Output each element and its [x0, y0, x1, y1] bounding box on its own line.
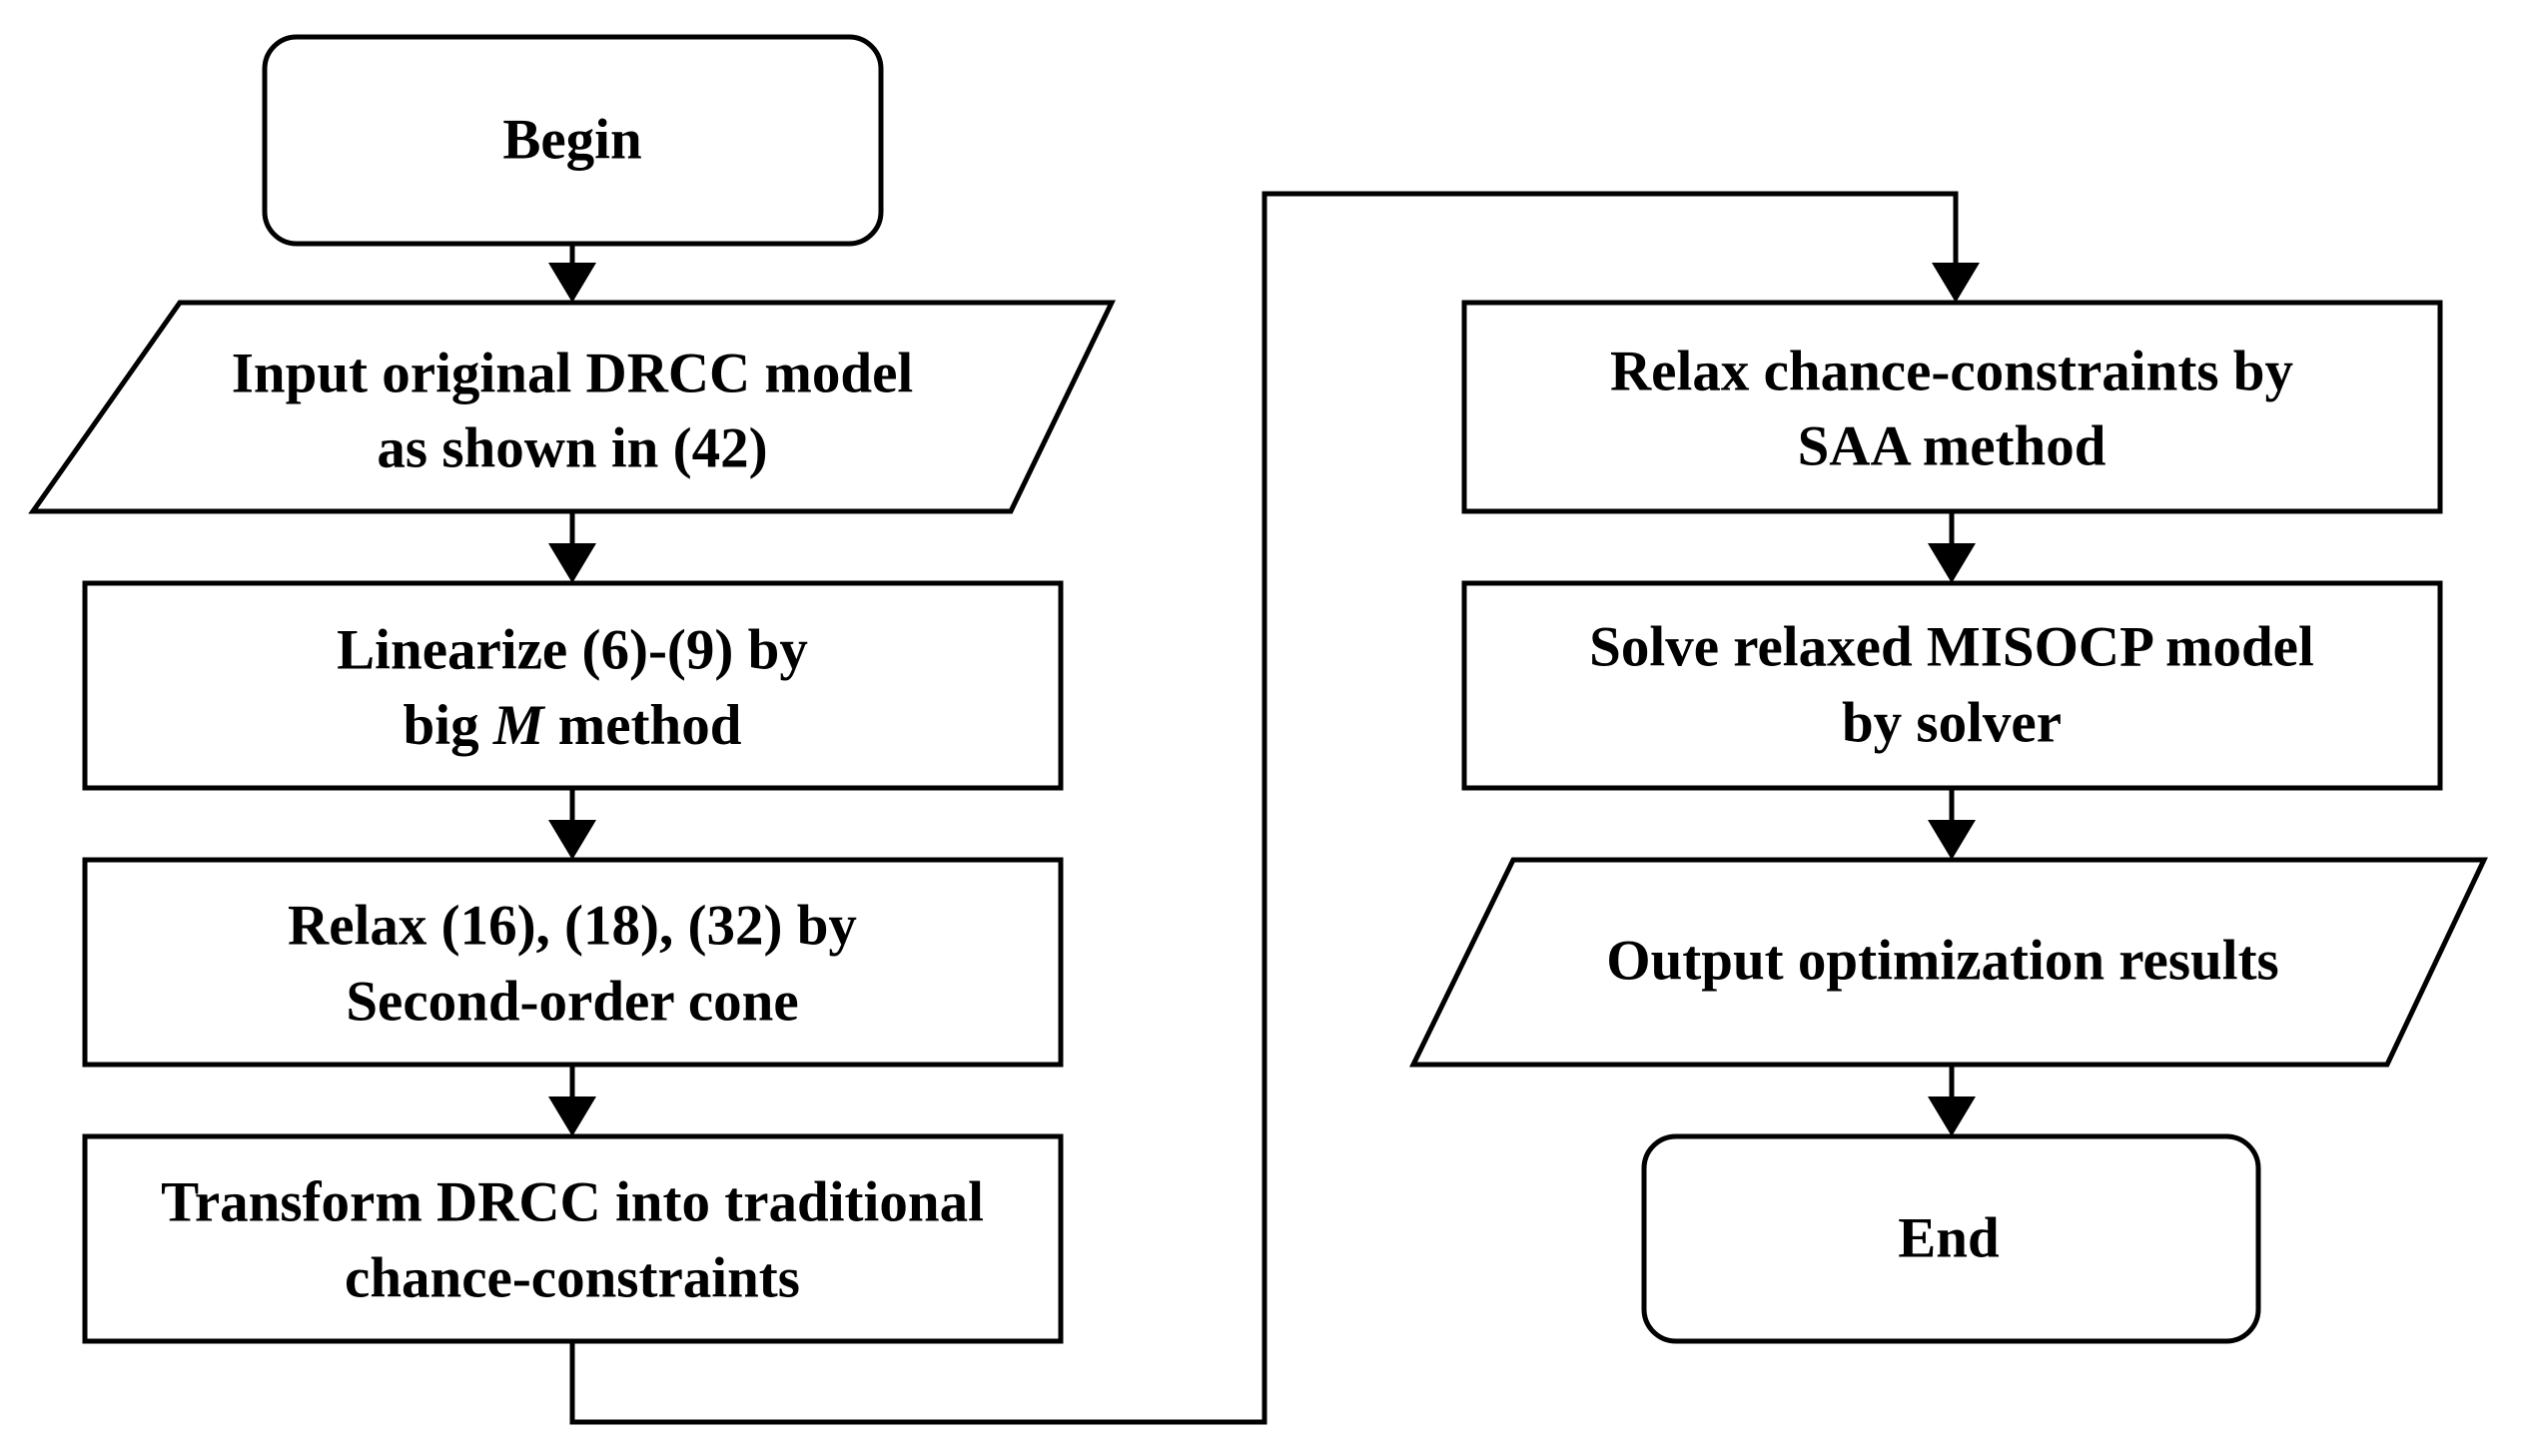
connector-transform-to-relax-saa — [569, 191, 1980, 1425]
transform-process — [82, 1133, 1064, 1344]
linearize-label-line1: Linearize (6)-(9) by — [337, 619, 808, 682]
end-node: End — [1641, 1133, 2261, 1344]
transform-label-line2: chance-constraints — [345, 1247, 800, 1310]
begin-label: Begin — [502, 109, 641, 172]
relax-cone-process — [82, 857, 1064, 1068]
solve-label-line1: Solve relaxed MISOCP model — [1589, 616, 2314, 679]
relax-cone-node: Relax (16), (18), (32) by Second-order c… — [82, 857, 1064, 1068]
linearize-line2-post: method — [544, 694, 742, 757]
linearize-line2-pre: big — [404, 694, 493, 757]
linearize-label-line2: big M method — [404, 694, 742, 757]
relax-saa-process — [1461, 300, 2443, 514]
linearize-line2-var: M — [492, 694, 546, 757]
arrow-output-to-end — [1928, 1065, 1976, 1136]
input-label-line1: Input original DRCC model — [232, 343, 914, 405]
begin-node: Begin — [262, 34, 884, 247]
input-label-line2: as shown in (42) — [377, 417, 767, 480]
solve-process — [1461, 580, 2443, 791]
arrow-solve-to-output — [1928, 788, 1976, 860]
linearize-node: Linearize (6)-(9) by big M method — [82, 580, 1064, 791]
arrow-begin-to-input — [548, 244, 596, 303]
solve-node: Solve relaxed MISOCP model by solver — [1461, 580, 2443, 791]
output-parallelogram — [1408, 857, 2488, 1068]
linearize-process — [82, 580, 1064, 791]
arrow-relax-cone-to-transform — [548, 1065, 596, 1136]
relax-cone-label-line2: Second-order cone — [346, 971, 798, 1034]
input-node: Input original DRCC model as shown in (4… — [28, 300, 1116, 514]
end-label: End — [1898, 1207, 2000, 1270]
output-node: Output optimization results — [1408, 857, 2488, 1068]
relax-saa-node: Relax chance-constraints by SAA method — [1461, 300, 2443, 514]
relax-cone-label-line1: Relax (16), (18), (32) by — [288, 895, 857, 958]
arrow-relax-saa-to-solve — [1928, 511, 1976, 583]
arrow-linearize-to-relax-cone — [548, 788, 596, 860]
relax-saa-label-line1: Relax chance-constraints by — [1610, 341, 2293, 403]
end-terminator — [1641, 1133, 2261, 1344]
arrow-input-to-linearize — [548, 511, 596, 583]
transform-label-line1: Transform DRCC into traditional — [161, 1171, 984, 1234]
relax-saa-label-line2: SAA method — [1798, 415, 2106, 478]
transform-node: Transform DRCC into traditional chance-c… — [82, 1133, 1064, 1344]
input-parallelogram — [28, 300, 1116, 514]
solve-label-line2: by solver — [1842, 692, 2062, 755]
output-label: Output optimization results — [1606, 930, 2279, 993]
